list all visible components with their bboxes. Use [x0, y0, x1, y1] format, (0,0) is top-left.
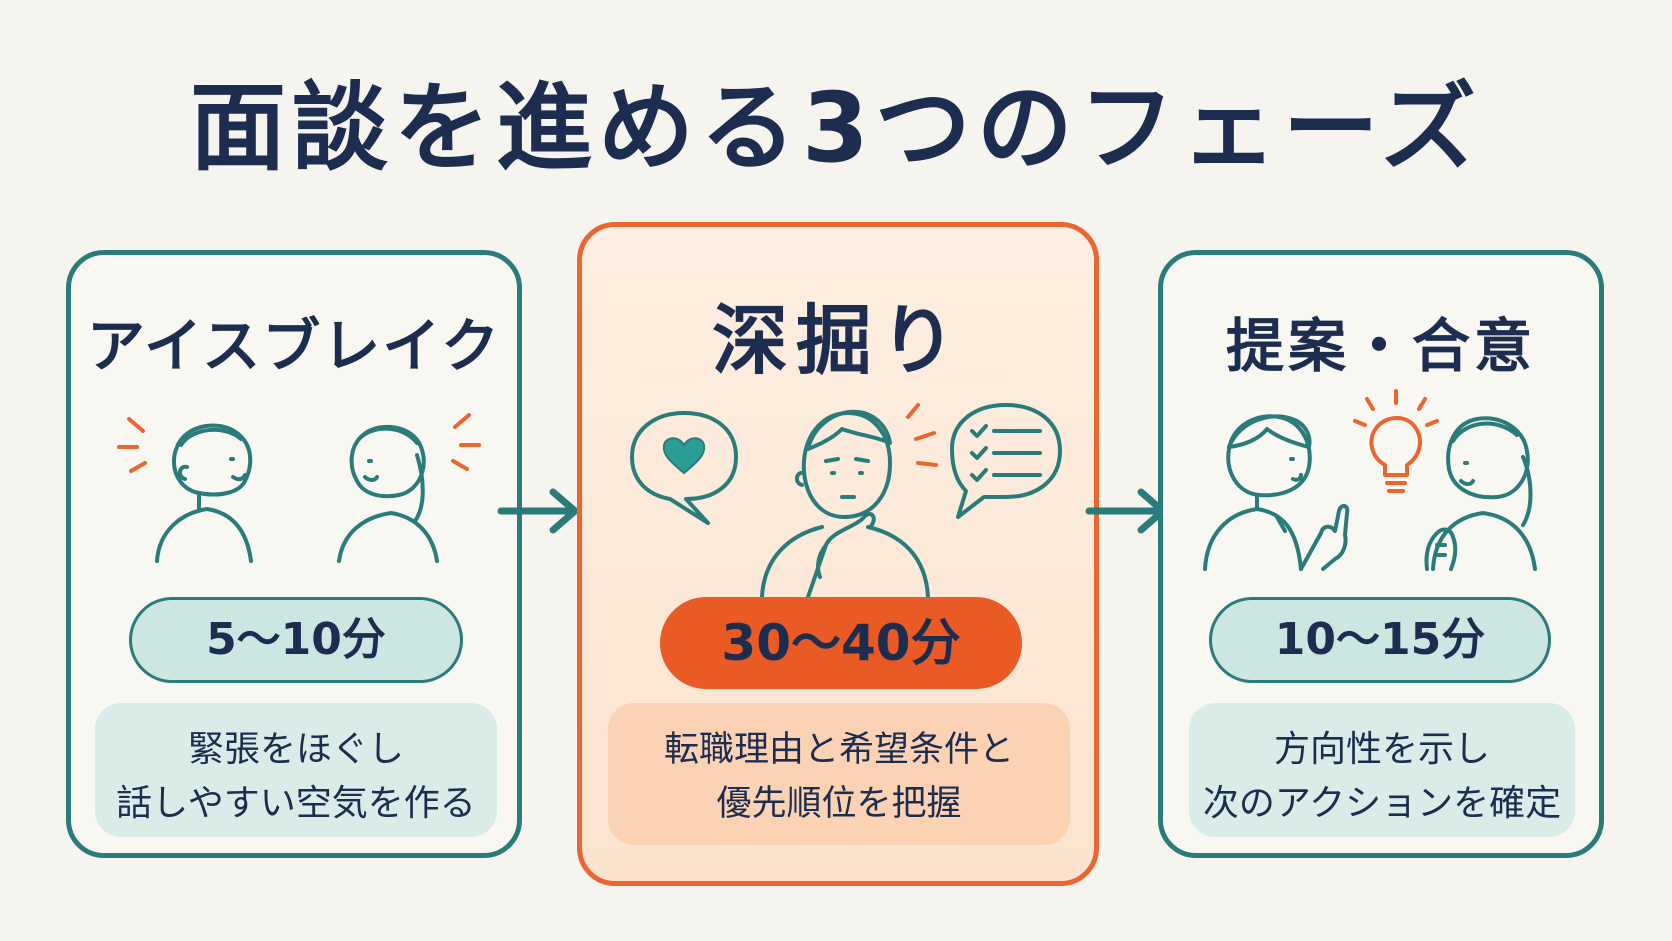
- arrow-right-icon: [1085, 488, 1167, 534]
- description-line: 次のアクションを確定: [1202, 783, 1562, 824]
- phase-title: アイスブレイク: [86, 312, 502, 380]
- phase-title: 提案・合意: [1225, 312, 1536, 380]
- phase-description: 緊張をほぐし 話しやすい空気を作る: [95, 703, 497, 837]
- page-title: 面談を進める3つのフェーズ: [190, 72, 1482, 184]
- phase-card-deepdive: 深掘り: [577, 222, 1099, 886]
- two-people-talking-icon: [117, 413, 481, 563]
- phase-title: 深掘り: [712, 296, 964, 385]
- description-line: 方向性を示し: [1273, 729, 1490, 770]
- two-people-agreeing-lightbulb-icon: [1203, 389, 1537, 571]
- duration-badge: 30〜40分: [660, 597, 1022, 689]
- duration-badge: 5〜10分: [129, 597, 463, 683]
- arrow-right-icon: [497, 488, 579, 534]
- duration-badge: 10〜15分: [1209, 597, 1551, 683]
- thinking-person-with-speech-bubbles-icon: [630, 403, 1062, 597]
- phase-description: 方向性を示し 次のアクションを確定: [1189, 703, 1575, 837]
- phase-card-icebreak: アイスブレイク 5〜10分 緊張をほ: [66, 250, 522, 858]
- description-line: 優先順位を把握: [716, 784, 962, 824]
- description-line: 緊張をほぐし: [187, 729, 404, 770]
- description-line: 転職理由と希望条件と: [663, 730, 1014, 770]
- phase-card-proposal: 提案・合意: [1158, 250, 1604, 858]
- phase-description: 転職理由と希望条件と 優先順位を把握: [608, 703, 1070, 845]
- description-line: 話しやすい空気を作る: [116, 783, 476, 824]
